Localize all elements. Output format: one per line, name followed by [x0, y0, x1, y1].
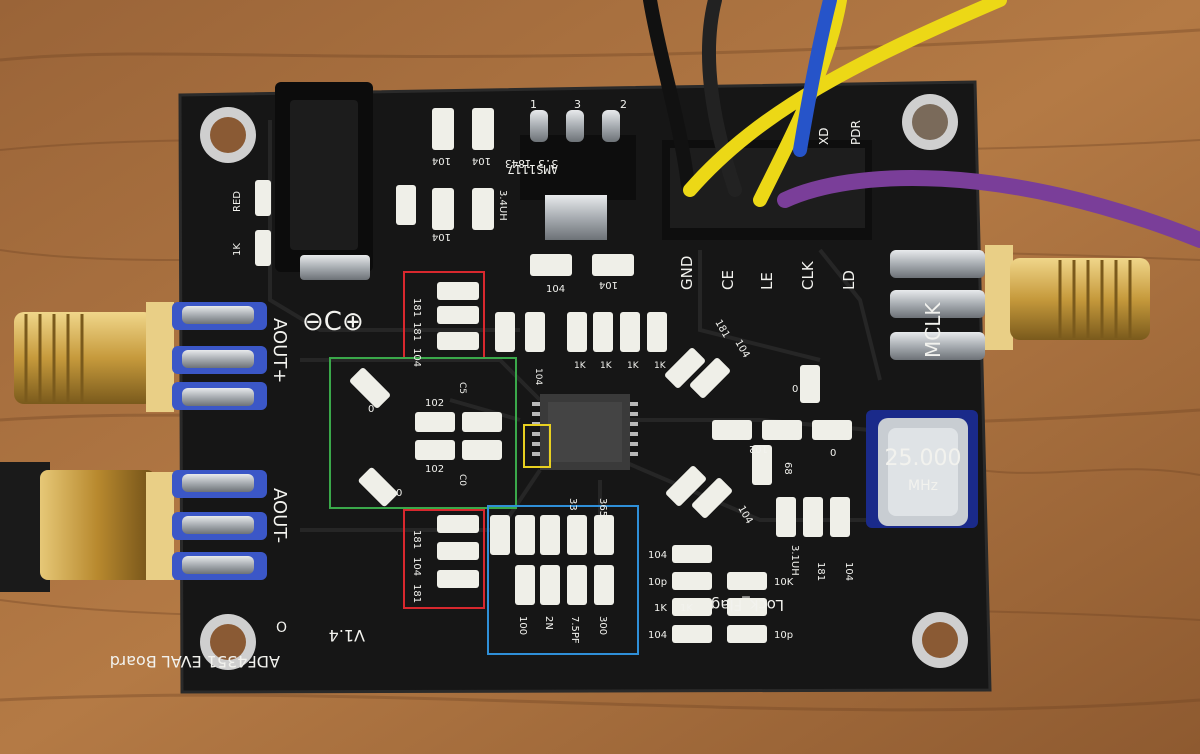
bottom-label-6: 10p [774, 630, 793, 641]
red-top-label-1: 181 [411, 298, 422, 317]
voltage-regulator [520, 110, 636, 240]
misc-label-1: 104 [546, 284, 565, 295]
right-label-3: 0 [830, 448, 836, 459]
misc-label-3: C5 [457, 382, 467, 394]
regulator-pin-2: 2 [620, 98, 627, 111]
row-label-3: 1K [600, 361, 613, 371]
blue-label-3: 7.5PF [569, 616, 580, 644]
crystal-oscillator [866, 410, 978, 528]
red-bottom-label-3: 181 [411, 584, 422, 603]
red-box-bottom [403, 509, 485, 609]
regulator-line1: AMS1117 [507, 162, 558, 176]
resistor-1k-label: 1K [232, 243, 243, 256]
adf4351-chip [532, 394, 638, 470]
power-polarity-symbol: ⊖C⊕ [302, 307, 364, 337]
right-label-6: 104 [843, 562, 854, 581]
blue-label-2: 2N [543, 616, 554, 630]
cap-label-top-1: 104 [432, 155, 451, 166]
row-label-2: 1K [574, 361, 587, 371]
bottom-label-1: 104 [648, 550, 667, 561]
bottom-label-2: 10p [648, 577, 667, 588]
regulator-pin-1: 1 [530, 98, 537, 111]
board-mark-o: O [276, 620, 287, 636]
header-pin-clk: CLK [799, 260, 817, 290]
misc-label-4: C0 [457, 474, 467, 486]
yellow-box [523, 424, 551, 468]
sma-connector-aout-plus [14, 302, 267, 412]
annotation-boxes [329, 271, 639, 655]
mid-label-3: 0 [368, 404, 374, 415]
lock-flag-label: Lock_Flag [711, 595, 784, 614]
silkscreen: ADF4351 EVAL Board V1.4 O AOUT+ AOUT- MC… [110, 98, 962, 671]
header-pin-ld: LD [840, 270, 858, 290]
mounting-holes [200, 94, 968, 670]
red-top-label-2: 181 [411, 322, 422, 341]
board-name-label: ADF4351 EVAL Board [110, 652, 280, 671]
header-extra-xd: XD [817, 128, 831, 145]
mid-label-4: 0 [396, 488, 402, 499]
misc-label-5: 1K [680, 603, 693, 614]
led-label: RED [232, 191, 243, 212]
green-box [329, 357, 517, 509]
row-label-1: 104 [533, 368, 543, 385]
dc-power-jack [275, 82, 373, 280]
regulator-pin-3: 3 [574, 98, 581, 111]
right-label-2: 68 [782, 462, 793, 475]
blue-label-4: 300 [597, 616, 608, 635]
right-label-5: 181 [815, 562, 826, 581]
cap-label-top-2: 104 [472, 155, 491, 166]
header-pin-gnd: GND [678, 256, 696, 290]
red-bottom-label-2: 104 [411, 557, 422, 576]
bottom-label-3: 1K [654, 603, 667, 614]
board-version-label: V1.4 [329, 626, 365, 645]
aout-plus-label: AOUT+ [269, 318, 290, 383]
jumper-wires [643, 0, 1200, 248]
row-label-4: 1K [627, 361, 640, 371]
oscillator-inductor-label: 3.1UH [789, 545, 800, 576]
bottom-label-5: 10K [774, 577, 794, 588]
misc-label-2: 0 [792, 384, 798, 395]
right-label-1: 102 [749, 443, 768, 454]
blue-box [487, 505, 639, 655]
regulator-line2: 3.3 1843 [505, 157, 558, 170]
row-label-5: 1K [654, 361, 667, 371]
sma-connector-mclk [890, 245, 1150, 360]
blue-label-1: 100 [517, 616, 528, 635]
cap-label-top-3: 104 [432, 231, 451, 242]
mclk-label: MCLK [921, 302, 945, 358]
cap-label-top-4: 104 [599, 279, 618, 290]
crystal-unit: MHz [908, 478, 938, 494]
mid-label-1: 102 [425, 398, 444, 409]
aout-minus-label: AOUT- [269, 488, 290, 543]
sma-connector-aout-minus [0, 462, 267, 592]
header-pin-le: LE [758, 272, 776, 290]
blue-label-6: 33 [567, 498, 578, 511]
bottom-label-4: 104 [648, 630, 667, 641]
crystal-freq: 25.000 [885, 446, 962, 471]
red-bottom-label-1: 181 [411, 530, 422, 549]
smd-components [255, 108, 852, 643]
mid-label-2: 102 [425, 464, 444, 475]
inductor-label: 3.4UH [497, 190, 508, 221]
blue-label-5: 365 [597, 498, 608, 517]
header-extra-pdr: PDR [849, 120, 863, 145]
header-pin-ce: CE [719, 270, 737, 290]
red-top-label-3: 104 [411, 348, 422, 367]
